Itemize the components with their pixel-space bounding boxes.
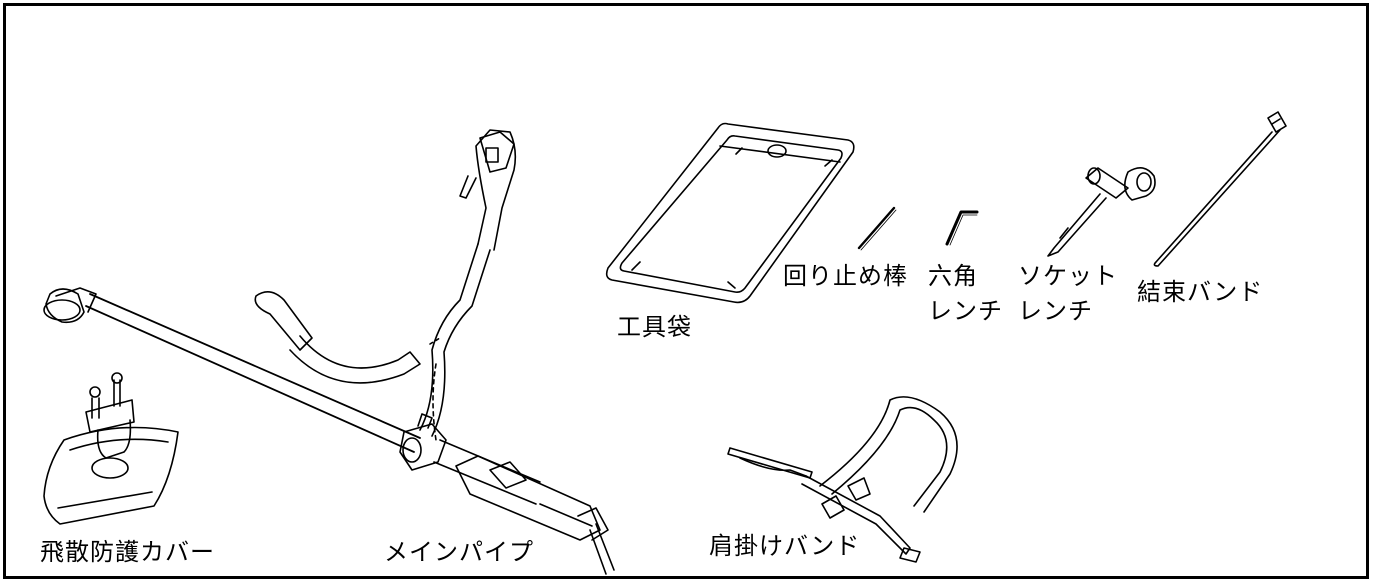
hex-wrench-label-line2: レンチ <box>928 297 1003 325</box>
socket-wrench-label-line2: レンチ <box>1018 297 1093 325</box>
socket-wrench-illustration <box>1047 167 1156 257</box>
hex-wrench-label-line1: 六角 <box>928 262 978 290</box>
guard-cover-illustration <box>43 372 179 525</box>
diagram-frame <box>3 3 1369 579</box>
main-pipe-illustration <box>43 129 615 575</box>
hex-wrench-illustration <box>945 210 979 246</box>
cable-tie-illustration <box>1153 111 1287 267</box>
main-pipe-label: メインパイプ <box>384 538 534 566</box>
tool-bag-label: 工具袋 <box>617 313 692 341</box>
stop-bar-illustration <box>857 206 897 251</box>
socket-wrench-label-line1: ソケット <box>1018 262 1118 290</box>
cable-tie-label: 結束バンド <box>1137 278 1264 306</box>
tool-bag-illustration <box>605 122 855 304</box>
stop-bar-label: 回り止め棒 <box>783 262 908 290</box>
shoulder-strap-label: 肩掛けバンド <box>709 532 861 560</box>
guard-cover-label: 飛散防護カバー <box>40 538 215 566</box>
shoulder-strap-illustration <box>727 396 958 563</box>
